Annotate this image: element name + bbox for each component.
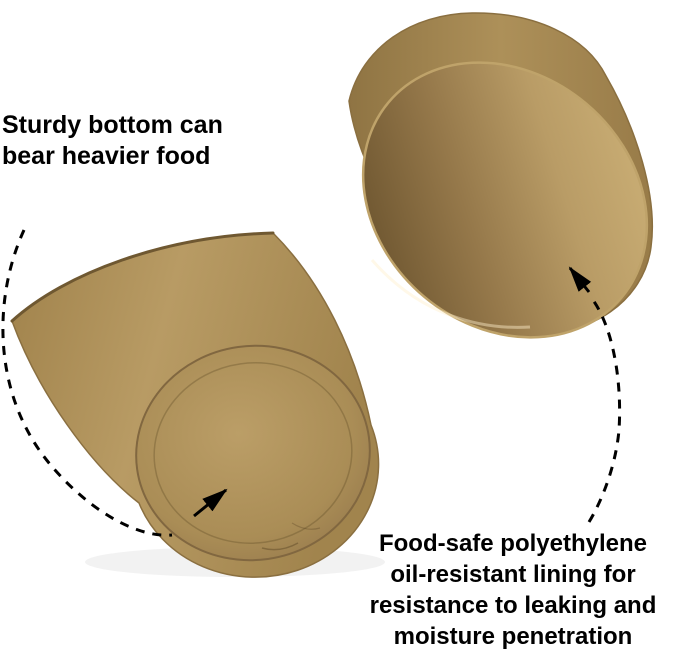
caption-line: resistance to leaking and bbox=[369, 592, 657, 619]
arrow-to-cup-lining bbox=[568, 266, 592, 293]
left-cup-crease-2 bbox=[291, 522, 321, 530]
kraft-cup-interior-view bbox=[348, 12, 654, 339]
caption-line: Sturdy bottom can bbox=[2, 111, 223, 139]
caption-food-safe-lining: Food-safe polyethylene oil-resistant lin… bbox=[348, 528, 678, 652]
arrow-to-cup-bottom bbox=[193, 488, 228, 518]
caption-line: oil-resistant lining for bbox=[390, 561, 636, 588]
caption-line: Food-safe polyethylene bbox=[378, 530, 648, 557]
left-cup-bottom-crease-ring bbox=[153, 362, 353, 544]
dashed-connector-right bbox=[587, 299, 622, 523]
caption-line: bear heavier food bbox=[2, 142, 211, 170]
right-cup-rim-highlight bbox=[370, 259, 531, 329]
left-cup-crease bbox=[261, 542, 299, 551]
right-cup-opening-interior bbox=[361, 61, 649, 339]
kraft-cup-bottom-view bbox=[10, 231, 380, 578]
left-cup-bottom-disk bbox=[135, 344, 371, 562]
left-cup-rim-edge bbox=[10, 231, 275, 323]
caption-line: moisture penetration bbox=[393, 623, 633, 650]
caption-sturdy-bottom: Sturdy bottom can bear heavier food bbox=[2, 110, 223, 172]
